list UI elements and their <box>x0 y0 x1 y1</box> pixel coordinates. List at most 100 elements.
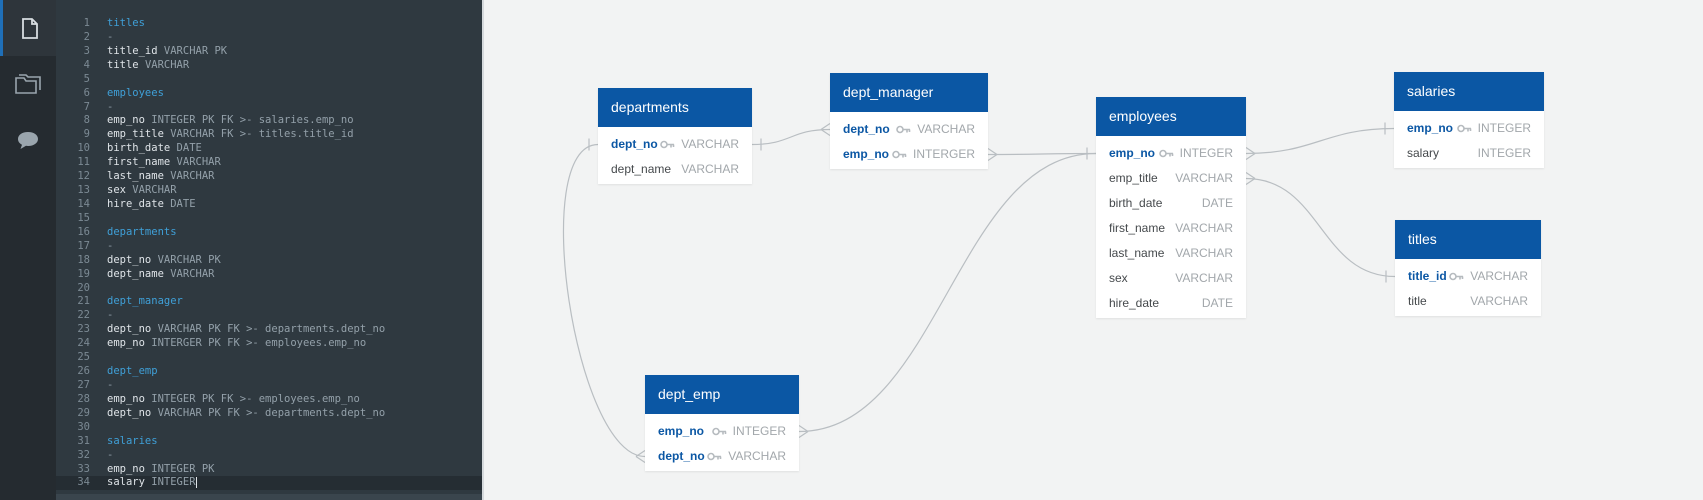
field-type: DATE <box>1201 196 1233 210</box>
rail-button-folder[interactable] <box>0 56 56 112</box>
entity-title[interactable]: employees <box>1096 97 1246 136</box>
rail-button-file[interactable] <box>0 0 56 56</box>
editor-line[interactable]: 2- <box>56 31 482 45</box>
key-icon <box>707 452 722 461</box>
line-number: 7 <box>83 100 90 113</box>
editor-line[interactable]: 13 sex VARCHAR <box>56 184 482 198</box>
editor-line[interactable]: 22- <box>56 309 482 323</box>
code-field-meta: VARCHAR PK FK >- departments.dept_no <box>157 406 386 419</box>
relationship-lines <box>562 122 1396 463</box>
line-number: 12 <box>77 170 90 183</box>
editor-horizontal-scrollbar[interactable] <box>56 494 482 500</box>
key-icon <box>1449 272 1464 281</box>
editor-line[interactable]: 25 <box>56 351 482 365</box>
chat-icon <box>18 132 38 149</box>
editor-line[interactable]: 27- <box>56 379 482 393</box>
code-separator: - <box>107 448 114 461</box>
field-type: VARCHAR <box>917 122 975 136</box>
entity-title[interactable]: salaries <box>1394 72 1544 111</box>
entity-title[interactable]: departments <box>598 88 752 127</box>
line-number: 8 <box>83 114 90 127</box>
editor-line[interactable]: 7- <box>56 101 482 115</box>
code-field-line: sex VARCHAR <box>107 184 177 198</box>
field-type: INTEGER <box>1179 146 1233 160</box>
relationship-curve <box>562 143 646 458</box>
field-type: INTEGER <box>1477 121 1531 135</box>
editor-line[interactable]: 20 <box>56 282 482 296</box>
rail-button-chat[interactable] <box>0 112 56 168</box>
line-number: 14 <box>77 197 90 210</box>
entity-title[interactable]: dept_manager <box>830 73 988 112</box>
editor-line[interactable]: 5 <box>56 73 482 87</box>
entity-title[interactable]: titles <box>1395 220 1541 259</box>
code-field-meta: INTEGER PK FK >- salaries.emp_no <box>151 114 354 127</box>
entity-title[interactable]: dept_emp <box>645 375 799 414</box>
editor-line[interactable]: 32- <box>56 449 482 463</box>
code-field-name: emp_no <box>107 392 145 405</box>
field-name: emp_no <box>843 147 890 161</box>
entity-field-row[interactable]: emp_no INTEGER <box>1394 116 1544 141</box>
editor-line[interactable]: 17- <box>56 240 482 254</box>
folder-icon <box>15 74 41 94</box>
code-field-meta: VARCHAR PK FK >- departments.dept_no <box>157 323 386 336</box>
code-field-line: birth_date DATE <box>107 142 202 156</box>
pane-divider[interactable] <box>482 0 484 500</box>
field-name: emp_no <box>1407 121 1454 135</box>
editor-line[interactable]: 30 <box>56 421 482 435</box>
relationship-curve <box>987 152 1097 156</box>
line-number: 20 <box>77 281 90 294</box>
code-field-name: dept_name <box>107 267 164 280</box>
line-number: 13 <box>77 184 90 197</box>
key-icon <box>1456 124 1471 133</box>
editor-line[interactable]: 15 <box>56 212 482 226</box>
code-field-meta: VARCHAR <box>132 184 177 197</box>
